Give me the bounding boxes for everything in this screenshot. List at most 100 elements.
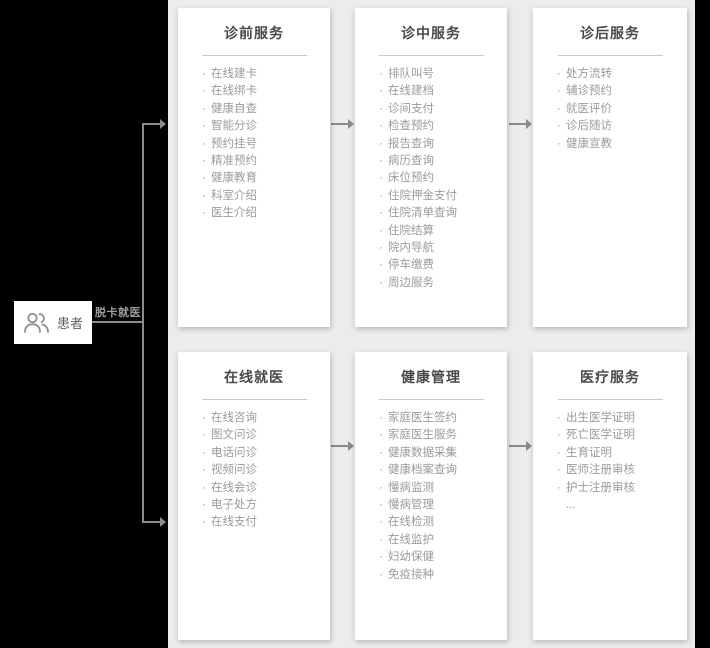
title-divider	[557, 55, 663, 56]
service-item-label: 护士注册审核	[566, 481, 635, 494]
service-item-label: 出生医学证明	[566, 412, 635, 424]
bullet-icon: ·	[379, 499, 383, 512]
bullet-icon: ·	[202, 137, 206, 150]
service-item: · 视频问诊	[202, 462, 322, 479]
service-item-label: 在线建卡	[211, 68, 257, 80]
bullet-icon: ·	[202, 499, 206, 512]
bullet-icon: ·	[379, 189, 383, 202]
bullet-icon: ·	[557, 464, 561, 477]
bullet-icon: ·	[202, 68, 206, 80]
service-item: ·...	[557, 497, 679, 514]
service-item: · 医师注册审核	[557, 462, 679, 479]
title-divider	[201, 55, 307, 56]
service-item-label: 预约挂号	[211, 137, 257, 150]
service-item-label: 病历查询	[388, 155, 434, 168]
card-title: 医疗服务	[580, 369, 640, 385]
service-item: ·在线检测	[379, 514, 499, 531]
bullet-icon: ·	[202, 464, 206, 477]
service-item: ·诊后随访	[557, 118, 679, 135]
bullet-icon: ·	[202, 412, 206, 424]
bullet-icon: ·	[379, 481, 383, 494]
title-divider	[201, 399, 307, 400]
service-item: · 图文问诊	[202, 427, 322, 444]
service-item-label: 慢病管理	[388, 499, 434, 512]
service-item-label: 在线咨询	[211, 412, 257, 424]
service-item: ·检查预约	[379, 118, 499, 135]
card-medical-services: 医疗服务 ·出生医学证明·死亡医学证明·生育证明 · 医师注册审核 · 护士注册审核 ·.…	[533, 352, 687, 640]
service-item-label: 科室介绍	[211, 189, 257, 202]
service-item-label: 在线支付	[211, 516, 257, 529]
bullet-icon: ·	[202, 120, 206, 133]
bullet-icon: ·	[379, 224, 383, 237]
service-item: · 排队叫号	[379, 66, 499, 83]
users-icon	[23, 311, 50, 334]
service-item-label: 周边服务	[388, 276, 434, 289]
service-item: ·慢病监测	[379, 480, 499, 497]
service-item: ·住院清单查询	[379, 205, 499, 222]
service-item: ·在线监护	[379, 532, 499, 549]
service-item: ·健康宣教	[557, 136, 679, 153]
service-item-label: 医师注册审核	[566, 464, 635, 477]
bullet-icon: ·	[202, 102, 206, 115]
service-item-label: 家庭医生服务	[388, 429, 457, 442]
bullet-icon: ·	[379, 551, 383, 564]
service-item: ·处方流转	[557, 66, 679, 83]
service-item: ·健康教育	[202, 170, 322, 187]
service-item-label: 妇幼保健	[388, 551, 434, 564]
service-item: · 预约挂号	[202, 136, 322, 153]
service-item: ·出生医学证明	[557, 410, 679, 427]
service-item: ·电子处方	[202, 497, 322, 514]
bullet-icon: ·	[379, 533, 383, 546]
bullet-icon: ·	[202, 85, 206, 98]
title-divider	[557, 399, 663, 400]
card-in-diagnosis-services: 诊中服务 ·排队叫号·在线建档·诊间支付·检查预约·报告查询·病历查询·床位预约…	[355, 8, 507, 327]
bullet-icon: ·	[379, 85, 383, 98]
service-item-label: 图文问诊	[211, 429, 257, 442]
bullet-icon: ·	[202, 481, 206, 494]
service-item: · 妇幼保健	[379, 549, 499, 566]
service-item: · 在线咨询	[202, 410, 322, 427]
service-item: ·免疫接种	[379, 567, 499, 584]
service-item-label: 健康数据采集	[388, 446, 457, 459]
title-divider	[378, 55, 484, 56]
bullet-icon: ·	[379, 516, 383, 529]
card-title: 诊中服务	[401, 25, 461, 41]
service-item-label: 健康宣教	[566, 137, 612, 150]
service-item: ·死亡医学证明	[557, 427, 679, 444]
card-title: 健康管理	[401, 369, 461, 385]
service-item-label: 住院押金支付	[388, 189, 457, 202]
service-item: ·健康自查	[202, 101, 322, 118]
service-item: ·在线支付	[202, 514, 322, 531]
flow-arrow-top-row	[143, 119, 166, 129]
bullet-icon: ·	[557, 85, 561, 98]
service-item-label: 报告查询	[388, 137, 434, 150]
bullet-icon: ·	[379, 68, 383, 80]
bullet-icon: ·	[379, 102, 383, 115]
service-item: · 护士注册审核	[557, 480, 679, 497]
bullet-icon: ·	[202, 172, 206, 185]
bullet-icon: ·	[202, 429, 206, 442]
service-item: ·医生介绍	[202, 205, 322, 222]
service-item-label: 视频问诊	[211, 464, 257, 477]
service-item-label: 智能分诊	[211, 120, 257, 133]
card-online-medical: 在线就医 ·在线咨询·图文问诊·电话问诊·视频问诊·在线会诊·电子处方·在线支付	[178, 352, 330, 640]
bullet-icon: ·	[202, 155, 206, 168]
service-item: ·辅诊预约	[557, 83, 679, 100]
connector-trunk-line	[142, 123, 144, 523]
service-item: · 周边服务	[379, 275, 499, 292]
patient-card[interactable]: 患者	[14, 301, 92, 344]
service-item-label: 住院清单查询	[388, 207, 457, 220]
service-item: ·报告查询	[379, 136, 499, 153]
service-item-label: 电话问诊	[211, 446, 257, 459]
flow-arrow-card4-card5	[331, 441, 354, 451]
bullet-icon: ·	[379, 155, 383, 168]
service-item: ·生育证明	[557, 445, 679, 462]
service-item: · 病历查询	[379, 153, 499, 170]
service-item-label: 排队叫号	[388, 68, 434, 80]
bullet-icon: ·	[379, 276, 383, 289]
service-item: ·诊间支付	[379, 101, 499, 118]
service-list: ·排队叫号·在线建档·诊间支付·检查预约·报告查询·病历查询·床位预约·住院押金…	[355, 66, 507, 292]
bullet-icon: ·	[557, 481, 561, 494]
bullet-icon: ·	[379, 412, 383, 424]
card-pre-diagnosis-services: 诊前服务 ·在线建卡·在线绑卡·健康自查·智能分诊·预约挂号·精准预约·健康教育…	[178, 8, 330, 327]
